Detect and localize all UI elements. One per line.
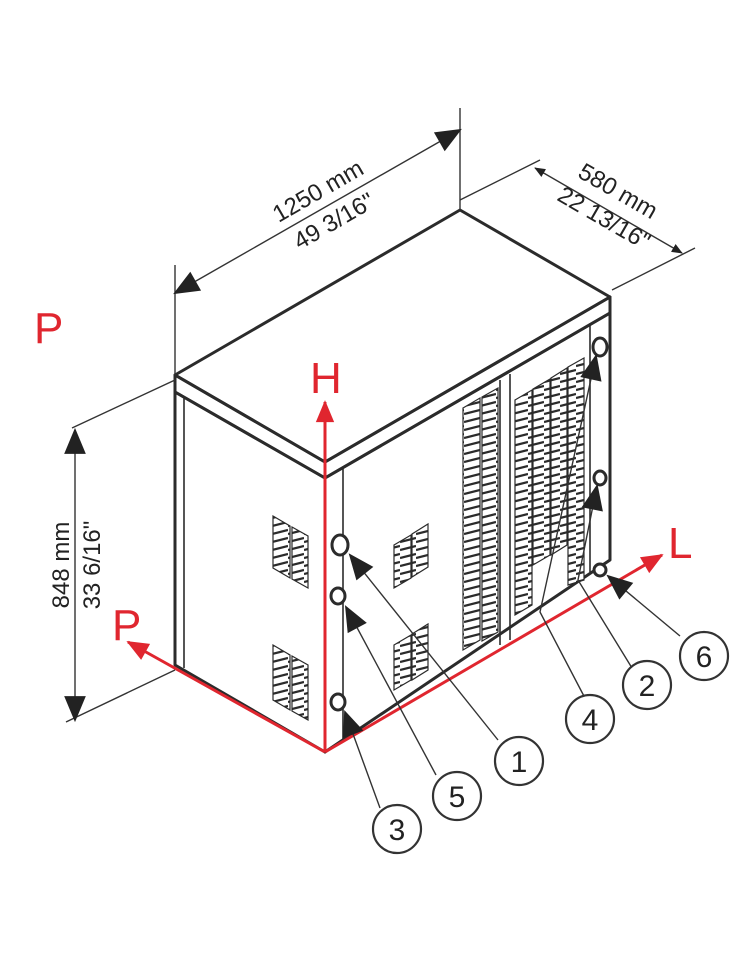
front-vent xyxy=(411,522,429,579)
height-axis-label: H xyxy=(310,354,342,403)
front-vent xyxy=(481,386,499,643)
front-vents xyxy=(393,356,585,692)
fittings xyxy=(329,336,609,712)
fitting-3 xyxy=(329,692,347,712)
callout-1: 1 xyxy=(493,735,545,787)
depth-dimension xyxy=(459,159,696,291)
callouts: 1 2 3 4 5 6 xyxy=(371,630,730,855)
side-vents xyxy=(272,514,309,722)
callout-5-label: 5 xyxy=(449,781,466,814)
fitting-1 xyxy=(330,533,350,557)
callout-4: 4 xyxy=(564,693,616,745)
height-in-label: 33 6/16" xyxy=(79,521,106,610)
leader-lines xyxy=(342,353,681,809)
machine-body xyxy=(173,208,612,754)
top-left-axis-label: P xyxy=(34,304,63,353)
front-vent xyxy=(393,533,412,590)
reference-axes xyxy=(126,400,664,754)
fitting-5 xyxy=(329,586,347,606)
side-vent xyxy=(291,525,309,590)
side-vent xyxy=(272,643,291,712)
height-dimension xyxy=(64,379,176,723)
callout-6: 6 xyxy=(678,630,730,682)
callout-2: 2 xyxy=(621,659,673,711)
front-vent xyxy=(393,633,412,692)
front-vent xyxy=(411,622,429,682)
depth-axis-arrow xyxy=(126,640,326,754)
side-vent xyxy=(291,654,309,722)
callout-1-label: 1 xyxy=(511,746,528,779)
fitting-2 xyxy=(592,469,608,487)
width-dimension-arrow xyxy=(173,128,462,295)
callout-3-label: 3 xyxy=(389,814,406,847)
callout-5: 5 xyxy=(431,770,483,822)
front-vent xyxy=(532,377,551,567)
callout-3: 3 xyxy=(371,803,423,855)
depth-axis-label: P xyxy=(112,601,141,650)
width-dimension xyxy=(173,108,462,375)
lid-front-strip xyxy=(173,373,327,480)
callout-6-label: 6 xyxy=(696,641,713,674)
callout-2-label: 2 xyxy=(639,670,656,703)
fitting-6 xyxy=(592,562,608,578)
side-vent xyxy=(272,514,291,580)
length-axis-arrow xyxy=(324,553,664,754)
depth-dimension-arrow xyxy=(534,167,683,254)
front-vent xyxy=(462,396,481,652)
height-mm-label: 848 mm xyxy=(48,522,75,609)
front-vent xyxy=(514,388,533,617)
length-axis-label: L xyxy=(668,519,692,568)
front-vent xyxy=(567,356,585,586)
callout-4-label: 4 xyxy=(582,704,599,737)
fitting-4 xyxy=(591,336,609,358)
